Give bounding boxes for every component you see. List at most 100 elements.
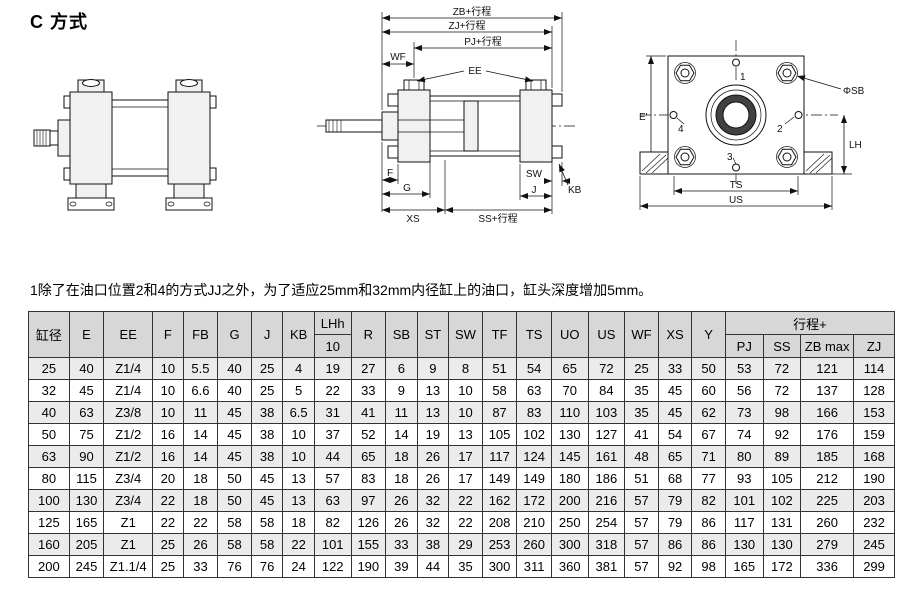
table-cell: 82 xyxy=(313,511,352,534)
table-cell: 13 xyxy=(282,467,315,490)
table-cell: 33 xyxy=(657,357,693,380)
table-cell: 45 xyxy=(217,401,252,424)
table-cell: Z1/4 xyxy=(103,357,154,380)
svg-text:2: 2 xyxy=(777,124,783,135)
table-cell: 82 xyxy=(691,489,726,512)
table-cell: 71 xyxy=(691,445,726,468)
table-cell: 35 xyxy=(624,379,659,402)
table-cell: 57 xyxy=(624,511,659,534)
rod-collar xyxy=(57,119,71,157)
table-cell: 86 xyxy=(691,511,726,534)
table-cell: 27 xyxy=(350,357,387,380)
table-cell: 101 xyxy=(313,533,352,556)
table-cell: 130 xyxy=(724,533,764,556)
table-cell: 13 xyxy=(416,379,450,402)
table-cell: 98 xyxy=(691,555,726,578)
cylinder-front-view xyxy=(33,79,217,211)
table-cell: 168 xyxy=(853,445,895,468)
table-cell: 155 xyxy=(350,533,387,556)
table-cell: 65 xyxy=(657,445,693,468)
table-cell: 37 xyxy=(313,423,352,446)
table-cell: 6.6 xyxy=(182,379,219,402)
table-cell: 117 xyxy=(481,445,518,468)
col-header: 缸径 xyxy=(28,311,70,358)
mounting-foot-left xyxy=(639,151,669,175)
table-cell: 5 xyxy=(282,379,315,402)
table-cell: 45 xyxy=(250,467,284,490)
table-cell: 32 xyxy=(416,489,450,512)
table-cell: 35 xyxy=(448,555,483,578)
table-cell: 203 xyxy=(853,489,895,512)
dim-label-j: J xyxy=(532,185,537,196)
cylinder-section-view: ZB+行程 ZJ+行程 PJ+行程 WF EE F xyxy=(317,5,582,225)
dim-wf: WF xyxy=(382,52,414,67)
tie-rod-nut xyxy=(387,93,399,107)
table-cell: 70 xyxy=(550,379,589,402)
table-cell: 40 xyxy=(68,357,105,380)
table-cell: 16 xyxy=(152,445,184,468)
col-header: WF xyxy=(624,311,659,358)
table-cell: 19 xyxy=(313,357,352,380)
col-header: Y xyxy=(691,311,726,358)
col-header: US xyxy=(587,311,626,358)
table-cell: 161 xyxy=(587,445,626,468)
table-cell: 24 xyxy=(282,555,315,578)
table-cell: 22 xyxy=(282,533,315,556)
table-cell: 253 xyxy=(481,533,518,556)
table-cell: 6 xyxy=(385,357,418,380)
table-cell: Z3/4 xyxy=(103,489,154,512)
col-header: G xyxy=(217,311,252,358)
rod-thread xyxy=(33,129,51,147)
tie-rod-nut xyxy=(63,95,71,109)
table-cell: 79 xyxy=(657,511,693,534)
tie-rod-nut xyxy=(387,145,399,159)
row-header-bore: 25 xyxy=(28,357,70,380)
table-cell: 16 xyxy=(152,423,184,446)
table-cell: 79 xyxy=(657,489,693,512)
table-cell: 38 xyxy=(250,445,284,468)
table-cell: 83 xyxy=(516,401,552,424)
table-cell: 25 xyxy=(152,555,184,578)
table-cell: 54 xyxy=(516,357,552,380)
port-boss xyxy=(403,79,425,91)
front-head xyxy=(387,79,431,163)
dim-label-ts: TS xyxy=(730,180,743,191)
table-cell: 117 xyxy=(724,511,764,534)
table-cell: 250 xyxy=(550,511,589,534)
dim-kb: KB xyxy=(558,163,582,196)
table-cell: 63 xyxy=(516,379,552,402)
table-cell: 166 xyxy=(800,401,855,424)
table-cell: 159 xyxy=(853,423,895,446)
col-header: TS xyxy=(516,311,552,358)
table-cell: 26 xyxy=(182,533,219,556)
table-cell: 10 xyxy=(448,401,483,424)
row-header-bore: 80 xyxy=(28,467,70,490)
table-cell: 45 xyxy=(657,379,693,402)
table-cell: 10 xyxy=(152,379,184,402)
table-cell: 89 xyxy=(762,445,802,468)
table-cell: 205 xyxy=(68,533,105,556)
port-markers xyxy=(669,58,803,172)
svg-text:1: 1 xyxy=(740,72,746,83)
rod-gland xyxy=(381,111,399,141)
table-cell: 115 xyxy=(68,467,105,490)
table-cell: 68 xyxy=(657,467,693,490)
dim-label-sb: ΦSB xyxy=(843,86,865,97)
col-subheader: PJ xyxy=(724,334,764,358)
table-cell: Z1 xyxy=(103,511,154,534)
table-cell: 67 xyxy=(691,423,726,446)
table-cell: 45 xyxy=(657,401,693,424)
table-cell: 57 xyxy=(313,467,352,490)
table-cell: 190 xyxy=(350,555,387,578)
table-cell: 22 xyxy=(313,379,352,402)
table-cell: 149 xyxy=(481,467,518,490)
table-cell: 145 xyxy=(550,445,589,468)
dim-label-wf: WF xyxy=(390,52,406,63)
table-cell: 14 xyxy=(182,445,219,468)
table-cell: 93 xyxy=(724,467,764,490)
table-cell: 60 xyxy=(691,379,726,402)
table-cell: 97 xyxy=(350,489,387,512)
table-cell: 72 xyxy=(587,357,626,380)
